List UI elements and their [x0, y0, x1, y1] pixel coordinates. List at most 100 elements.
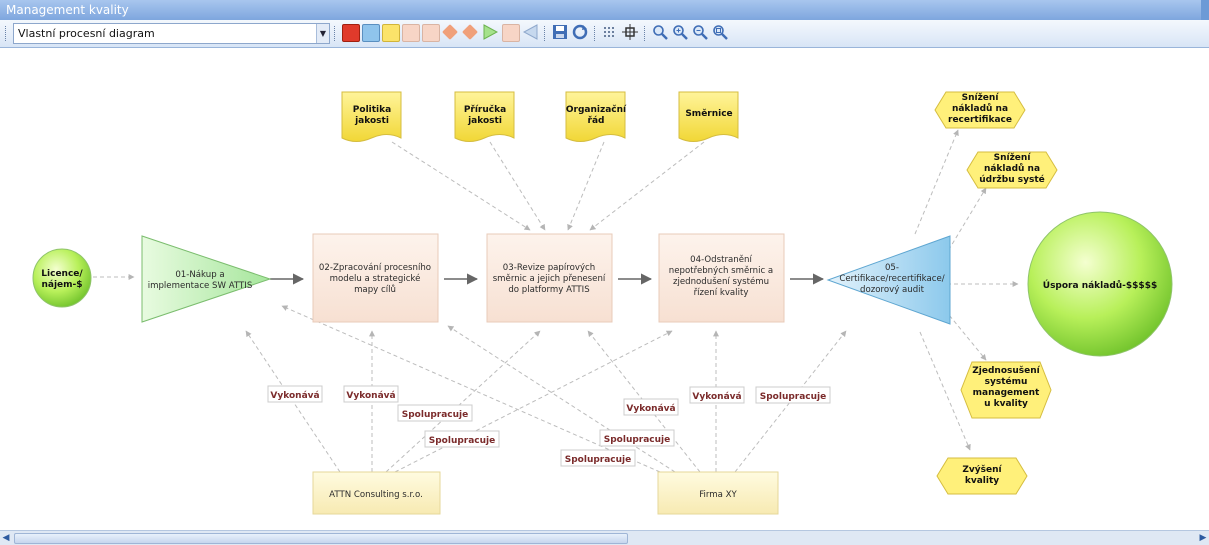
label-line: Vykonává	[270, 391, 319, 401]
arrow-shape-icon[interactable]	[522, 24, 538, 40]
relation-label-text: Spolupracuje	[429, 436, 496, 446]
diagram-select[interactable]: Vlastní procesní diagram ▼	[13, 23, 330, 44]
document-smernice-label: Směrnice	[685, 108, 732, 119]
outcome-savings[interactable]: Úspora nákladů-$$$$$	[1027, 211, 1173, 357]
zoom-out-icon[interactable]	[692, 24, 708, 40]
label-line: kvality	[965, 476, 999, 486]
horizontal-scrollbar[interactable]: ◀ ▶	[0, 530, 1209, 545]
label-line: nákladů na	[952, 103, 1008, 114]
actor-firma-label: Firma XY	[699, 490, 737, 500]
label-line: Snížení	[962, 93, 1000, 103]
label-line: systému	[985, 376, 1028, 387]
label-line: 04-Odstranění	[690, 254, 752, 265]
toolbar-grip[interactable]	[544, 26, 547, 41]
label-line: jakosti	[467, 116, 502, 126]
label-line: Spolupracuje	[760, 392, 827, 402]
relation-label-text: Vykonává	[270, 391, 319, 401]
actor-firma[interactable]: Firma XY	[657, 471, 779, 515]
label-line: směrnic a jejich přenesení	[493, 273, 606, 284]
label-line: nákladů na	[984, 163, 1040, 174]
relation-label-1[interactable]: Vykonává	[267, 385, 323, 403]
process-shape-icon[interactable]	[402, 24, 420, 42]
input-licence[interactable]: Licence/nájem-$	[32, 248, 92, 308]
chevron-down-icon[interactable]: ▼	[316, 24, 329, 43]
label-line: Vykonává	[626, 404, 675, 414]
relation-label-5[interactable]: Vykonává	[623, 398, 679, 416]
relation-label-text: Spolupracuje	[402, 410, 469, 420]
relation-label-3[interactable]: Spolupracuje	[397, 404, 473, 422]
zoom-in-icon[interactable]	[672, 24, 688, 40]
scrollbar-thumb[interactable]	[14, 533, 628, 544]
process-05-label: 05-Certifikace/recertifikace/dozorový au…	[839, 263, 944, 295]
red-shape-icon[interactable]	[342, 24, 360, 42]
rect-shape-icon[interactable]	[422, 24, 440, 42]
zoom-icon[interactable]	[652, 24, 668, 40]
input-licence-label: Licence/nájem-$	[41, 269, 83, 290]
toolbar-grip[interactable]	[334, 26, 337, 41]
save-icon[interactable]	[552, 24, 568, 40]
scroll-right-icon[interactable]: ▶	[1199, 533, 1207, 543]
label-line: recertifikace	[948, 115, 1012, 125]
label-line: u kvality	[984, 399, 1028, 409]
relation-label-text: Vykonává	[626, 404, 675, 414]
relation-label-8[interactable]: Spolupracuje	[599, 429, 675, 447]
document-shape-icon[interactable]	[382, 24, 400, 42]
decision-shape-icon[interactable]	[462, 24, 478, 40]
align-icon[interactable]	[622, 24, 638, 40]
actor-attn[interactable]: ATTN Consulting s.r.o.	[312, 471, 441, 515]
refresh-icon[interactable]	[572, 24, 588, 40]
label-line: Firma XY	[699, 490, 737, 500]
relation-label-text: Vykonává	[346, 391, 395, 401]
relation-label-text: Spolupracuje	[604, 435, 671, 445]
diamond-shape-icon[interactable]	[442, 24, 458, 40]
document-smernice[interactable]: Směrnice	[678, 91, 739, 142]
relation-label-7[interactable]: Spolupracuje	[755, 386, 831, 404]
note-shape-icon[interactable]	[502, 24, 520, 42]
label-line: management	[973, 388, 1040, 398]
relation-label-4[interactable]: Spolupracuje	[424, 430, 500, 448]
diagram-select-value: Vlastní procesní diagram	[18, 27, 155, 40]
grid-icon[interactable]	[602, 24, 618, 40]
relation-label-text: Vykonává	[692, 392, 741, 402]
toolbar-grip[interactable]	[644, 26, 647, 41]
label-line: údržbu systé	[979, 174, 1045, 185]
relation-label-2[interactable]: Vykonává	[343, 385, 399, 403]
relation-label-text: Spolupracuje	[565, 455, 632, 465]
toolbar-grip[interactable]	[594, 26, 597, 41]
triangle-shape-icon[interactable]	[482, 24, 499, 40]
relation-label-6[interactable]: Vykonává	[689, 386, 745, 404]
label-line: Spolupracuje	[402, 410, 469, 420]
process-05[interactable]: 05-Certifikace/recertifikace/dozorový au…	[826, 235, 951, 325]
label-line: Zvýšení	[962, 464, 1002, 475]
relation-label-9[interactable]: Spolupracuje	[560, 449, 636, 467]
label-line: jakosti	[354, 116, 389, 126]
zoom-fit-icon[interactable]	[712, 24, 728, 40]
label-line: zjednodušení systému	[673, 276, 769, 287]
label-line: Směrnice	[685, 108, 732, 119]
label-line: Vykonává	[692, 392, 741, 402]
label-line: modelu a strategické	[330, 273, 421, 284]
scroll-left-icon[interactable]: ◀	[2, 533, 10, 543]
label-line: ATTN Consulting s.r.o.	[329, 490, 423, 500]
toolbar-grip[interactable]	[5, 26, 8, 41]
label-line: Organizační	[566, 104, 627, 115]
label-line: 01-Nákup a	[175, 270, 224, 280]
relation-lines	[93, 129, 1019, 473]
blue-shape-icon[interactable]	[362, 24, 380, 42]
